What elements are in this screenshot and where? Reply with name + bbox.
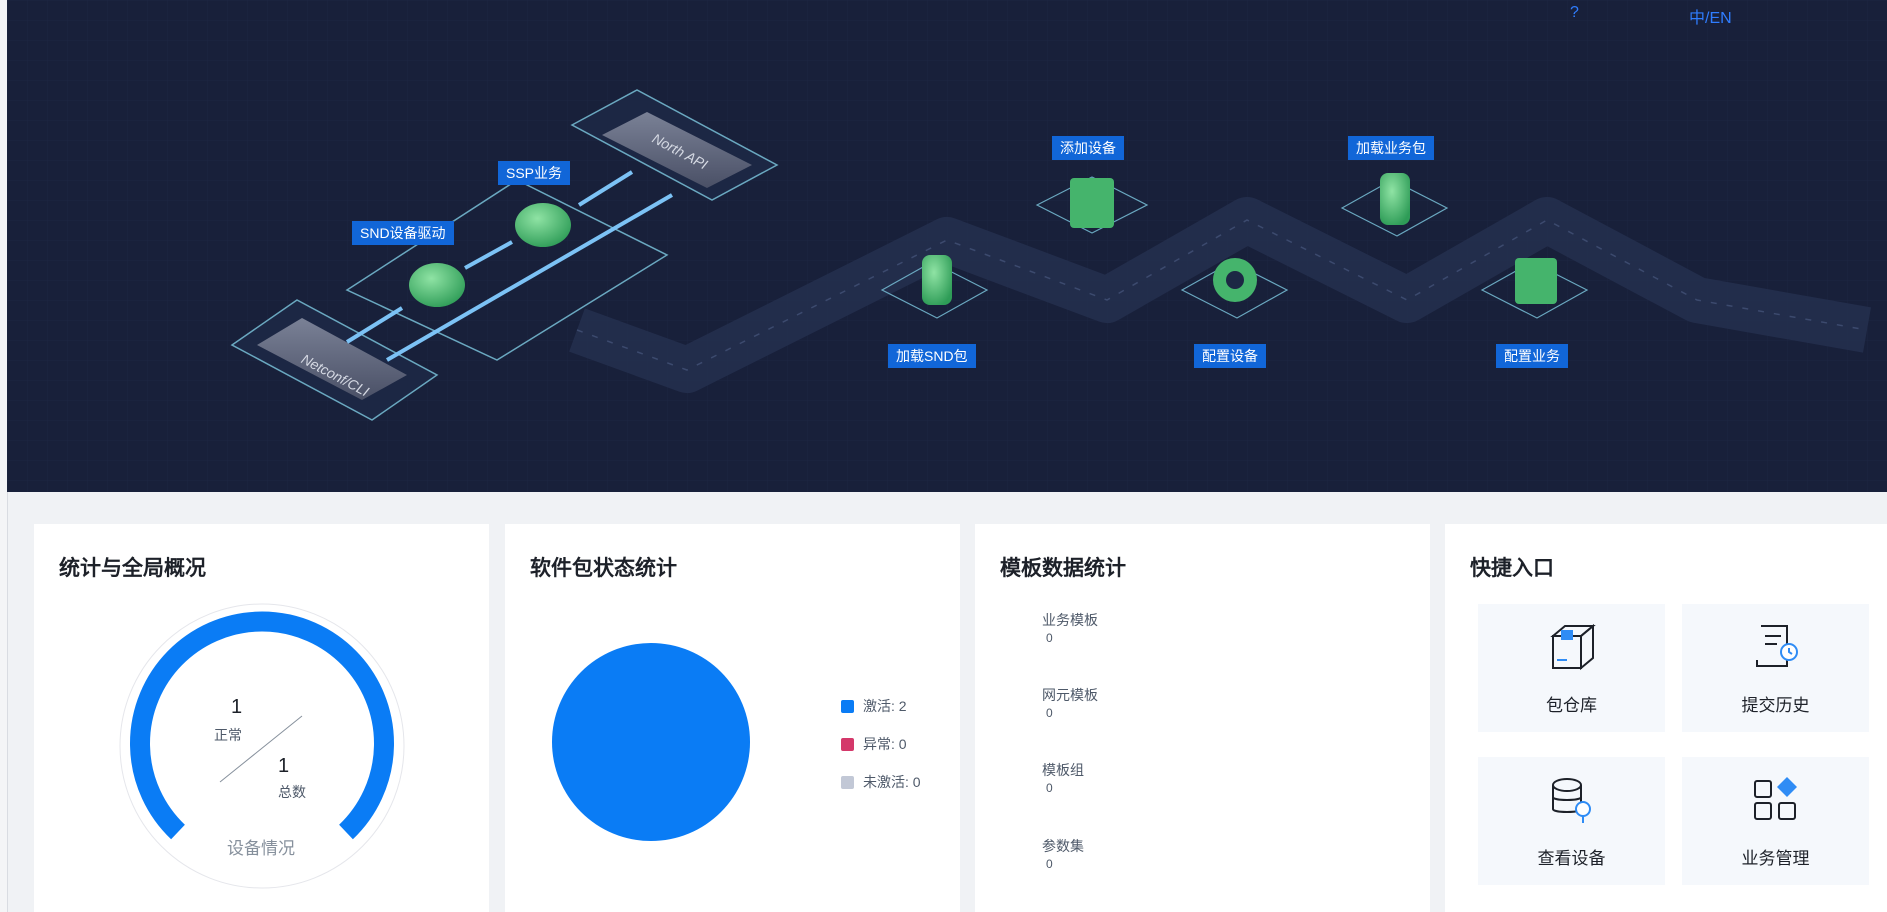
template-stats-card: 模板数据统计 业务模板 0 网元模板 0 模板组 0 参数集 0: [975, 524, 1430, 912]
quick-view-devices-label: 查看设备: [1537, 849, 1606, 868]
pie-slice-active: [552, 643, 750, 841]
legend-label-abnormal: 异常: 0: [863, 736, 907, 752]
legend-active[interactable]: 激活: 2: [841, 696, 907, 716]
legend-inactive[interactable]: 未激活: 0: [841, 772, 921, 792]
add-device-node: [1070, 178, 1114, 228]
template-item-service: 业务模板 0: [1042, 610, 1098, 645]
total-label: 总数: [278, 784, 306, 800]
template-item-name: 网元模板: [1042, 687, 1098, 703]
snd-driver-node: [409, 263, 465, 307]
template-item-ne: 网元模板 0: [1042, 685, 1098, 720]
middle-platform: [345, 179, 669, 361]
device-search-icon: [1552, 778, 1591, 823]
load-service-pkg-node: [1380, 173, 1410, 225]
stats-card: 统计与全局概况 1 正常 1 总数 设备情况: [34, 524, 489, 912]
normal-count: 1: [231, 696, 243, 718]
quick-service-management-label: 业务管理: [1741, 849, 1810, 868]
config-service-node: [1515, 258, 1557, 304]
label-ssp-service[interactable]: SSP业务: [498, 161, 571, 185]
service-manage-icon: [1754, 777, 1797, 820]
gauge-caption: 设备情况: [227, 839, 295, 858]
template-item-value: 0: [1046, 781, 1053, 795]
quick-card-title: 快捷入口: [1470, 557, 1554, 580]
stats-card-title: 统计与全局概况: [59, 557, 206, 580]
label-add-device[interactable]: 添加设备: [1052, 136, 1124, 160]
quick-package-repo[interactable]: 包仓库: [1478, 604, 1665, 732]
template-card-title: 模板数据统计: [1000, 557, 1126, 580]
label-load-service-pkg[interactable]: 加载业务包: [1348, 136, 1434, 160]
northapi-slab: [602, 112, 752, 188]
label-load-snd[interactable]: 加载SND包: [888, 344, 976, 368]
help-link[interactable]: ?: [1570, 4, 1579, 21]
load-snd-node: [922, 255, 952, 305]
quick-package-repo-label: 包仓库: [1546, 696, 1597, 715]
label-config-service[interactable]: 配置业务: [1496, 344, 1568, 368]
history-icon: [1756, 625, 1798, 667]
package-card-title: 软件包状态统计: [530, 557, 677, 580]
ssp-node: [515, 203, 571, 247]
template-item-group: 模板组 0: [1042, 760, 1084, 795]
quick-service-management[interactable]: 业务管理: [1682, 757, 1869, 885]
legend-label-active: 激活: 2: [863, 698, 907, 714]
legend-swatch-active: [841, 699, 854, 713]
package-status-card: 软件包状态统计 激活: 2 异常: 0 未激活: 0: [505, 524, 960, 912]
workflow-diagram: Netconf/CLI North API: [7, 0, 1887, 492]
legend-label-inactive: 未激活: 0: [863, 774, 921, 790]
template-item-paramset: 参数集 0: [1042, 836, 1084, 871]
gauge-arc: [130, 611, 394, 840]
workflow-banner: Netconf/CLI North API ? 中/EN SND设备驱动 SSP…: [7, 0, 1887, 492]
template-item-name: 模板组: [1042, 762, 1084, 778]
legend-abnormal[interactable]: 异常: 0: [841, 734, 907, 754]
quick-commit-history-label: 提交历史: [1741, 696, 1810, 715]
quick-view-devices[interactable]: 查看设备: [1478, 757, 1665, 885]
package-pie: [552, 643, 750, 841]
template-item-name: 业务模板: [1042, 612, 1098, 628]
total-count: 1: [278, 755, 290, 777]
template-item-name: 参数集: [1042, 838, 1084, 854]
package-icon: [1550, 623, 1596, 671]
quick-entry-card: 快捷入口 包仓库 提交历史 查看设备: [1445, 524, 1887, 912]
legend-swatch-inactive: [841, 775, 854, 789]
template-item-value: 0: [1046, 857, 1053, 871]
device-gauge: [119, 603, 405, 889]
quick-commit-history[interactable]: 提交历史: [1682, 604, 1869, 732]
label-config-device[interactable]: 配置设备: [1194, 344, 1266, 368]
language-switch[interactable]: 中/EN: [1689, 10, 1732, 27]
template-item-value: 0: [1046, 631, 1053, 645]
legend-swatch-abnormal: [841, 737, 854, 751]
label-snd-driver[interactable]: SND设备驱动: [352, 221, 454, 245]
normal-label: 正常: [214, 727, 242, 743]
template-item-value: 0: [1046, 706, 1053, 720]
netconf-slab: [257, 318, 407, 400]
gauge-divider: [219, 715, 303, 783]
